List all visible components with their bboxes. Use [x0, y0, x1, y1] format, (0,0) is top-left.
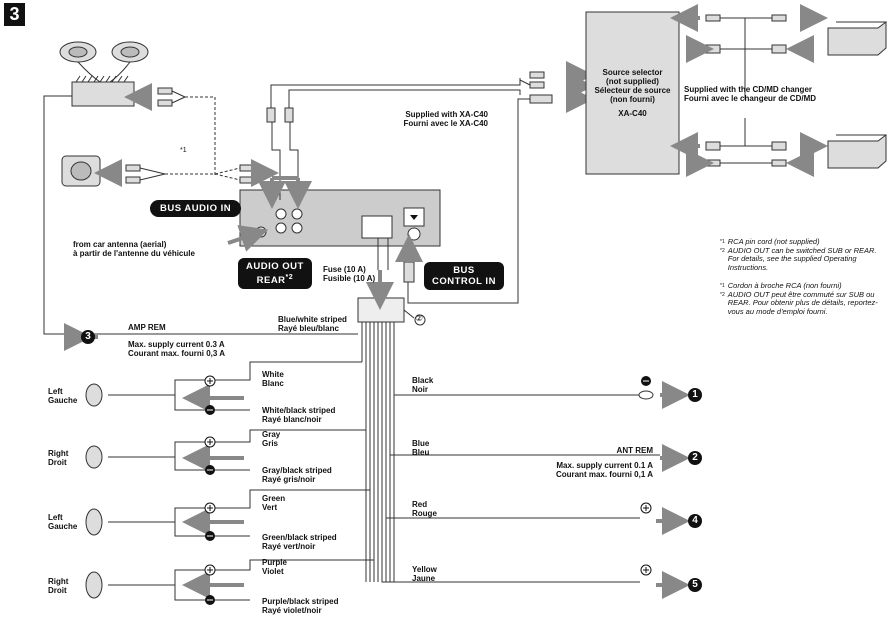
audio-out-rear-label: AUDIO OUT REAR*2	[238, 258, 312, 290]
bus-control-in-label: BUS CONTROL IN	[424, 262, 504, 290]
figure-number: 3	[4, 3, 25, 26]
subwoofer-icon	[61, 155, 101, 187]
head-unit	[239, 189, 441, 247]
speaker-pair-icon	[59, 41, 149, 83]
amp-rem-wire: Blue/white striped Rayé bleu/blanc	[278, 315, 347, 333]
speaker-icon	[85, 383, 103, 599]
cd-changer-icon	[827, 21, 887, 169]
amplifier-icon	[71, 75, 135, 107]
harness-connector	[357, 297, 405, 323]
source-selector-box	[585, 11, 680, 175]
bus-audio-in-label: BUS AUDIO IN	[150, 200, 242, 217]
power-wire-number: 2	[688, 451, 702, 465]
supplied-changer: Supplied with the CD/MD changer Fourni a…	[684, 85, 817, 103]
fuse-label: Fuse (10 A) Fusible (10 A)	[323, 265, 376, 283]
source-selector-label: Source selector (not supplied) Sélecteur…	[594, 68, 671, 118]
rca-cord-marker: *1	[180, 147, 187, 154]
ant-rem-label: ANT REM	[616, 446, 653, 455]
amp-rem-number: 3	[81, 330, 95, 344]
power-wire-number: 5	[688, 578, 702, 592]
power-wire-number: 4	[688, 514, 702, 528]
antenna-label: from car antenna (aerial) à partir de l'…	[73, 240, 195, 258]
amp-rem-label: AMP REM	[128, 323, 166, 332]
amp-rem-current: Max. supply current 0.3 A Courant max. f…	[128, 340, 226, 358]
power-wire-number: 1	[688, 388, 702, 402]
connector-marker: ②	[415, 313, 424, 323]
supplied-xa-c40: Supplied with XA-C40 Fourni avec le XA-C…	[403, 110, 488, 128]
